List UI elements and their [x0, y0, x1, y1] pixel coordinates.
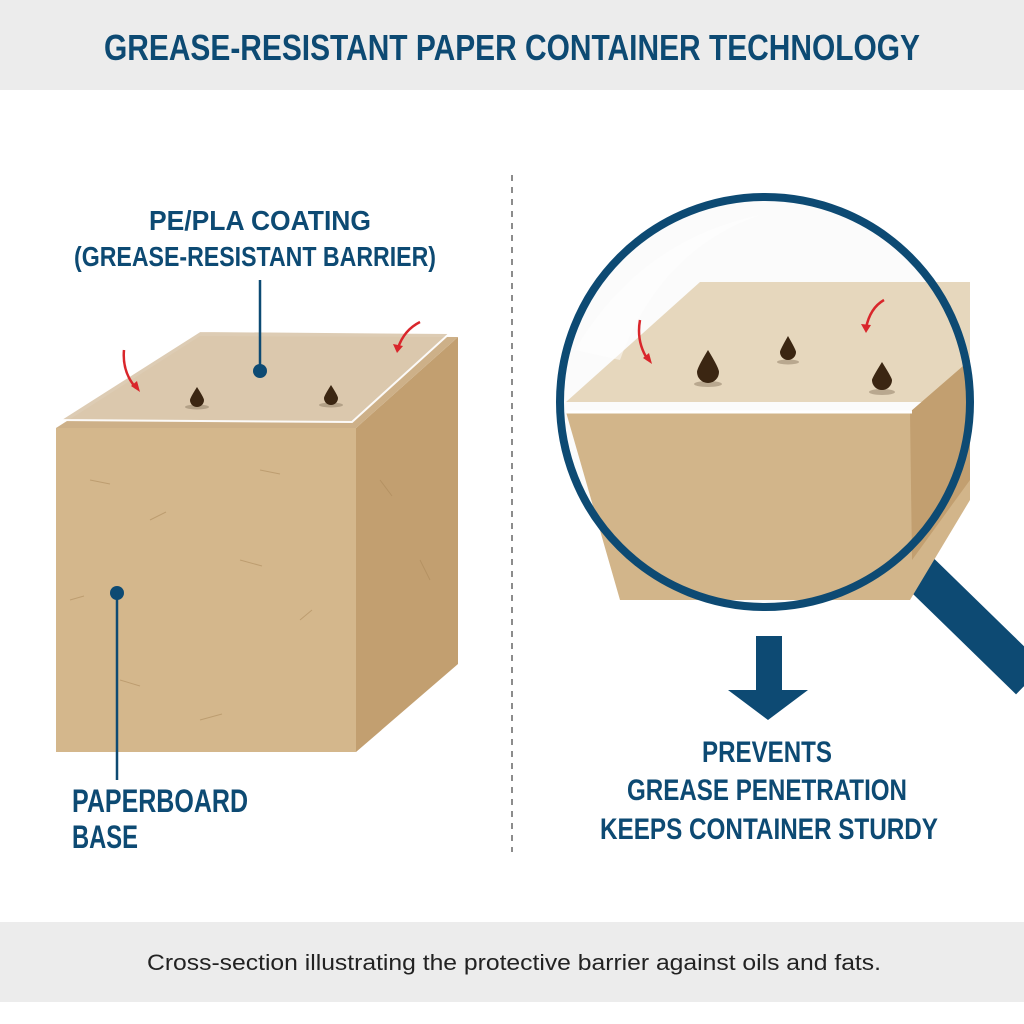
- paperboard-cube: [56, 320, 458, 752]
- coating-label-line2: (GREASE-RESISTANT BARRIER): [74, 241, 436, 272]
- down-arrow-icon: [728, 636, 808, 720]
- oil-drop-icon: [869, 362, 895, 395]
- caption: Cross-section illustrating the protectiv…: [147, 950, 881, 975]
- page-title: GREASE-RESISTANT PAPER CONTAINER TECHNOL…: [104, 27, 920, 68]
- lens-paperboard-side: [910, 360, 970, 560]
- oil-drop-icon: [185, 387, 209, 410]
- red-arrow-icon: [396, 320, 421, 349]
- coating-layer: [56, 329, 453, 424]
- lens-coating-surface: [566, 282, 970, 402]
- cube-front-face: [56, 428, 356, 752]
- magnifier: [556, 193, 1024, 695]
- magnifier-handle: [901, 553, 1024, 695]
- cube-side-face: [356, 337, 458, 752]
- lens-rim: [556, 193, 974, 611]
- oil-drop-icon: [319, 385, 343, 408]
- result-line2: GREASE PENETRATION: [627, 774, 907, 807]
- lens-paperboard: [566, 360, 970, 600]
- header-band: [0, 0, 1024, 90]
- result-line3: KEEPS CONTAINER STURDY: [600, 813, 938, 846]
- base-label-line1: PAPERBOARD: [72, 783, 248, 819]
- red-arrowhead-icon: [131, 381, 140, 392]
- base-label-line2: BASE: [72, 819, 138, 855]
- red-arrowhead-icon: [393, 344, 403, 353]
- result-line1: PREVENTS: [702, 736, 832, 769]
- red-arrowhead-icon: [861, 324, 871, 333]
- lens-glare: [575, 215, 760, 360]
- coating-label-line1: PE/PLA COATING: [149, 205, 371, 236]
- red-arrowhead-icon: [643, 353, 652, 364]
- fiber-texture: [69, 469, 431, 721]
- oil-drop-icon: [694, 350, 722, 387]
- coating-leader-dot: [253, 364, 267, 378]
- oil-drop-icon: [777, 336, 799, 365]
- footer-band: [0, 922, 1024, 1002]
